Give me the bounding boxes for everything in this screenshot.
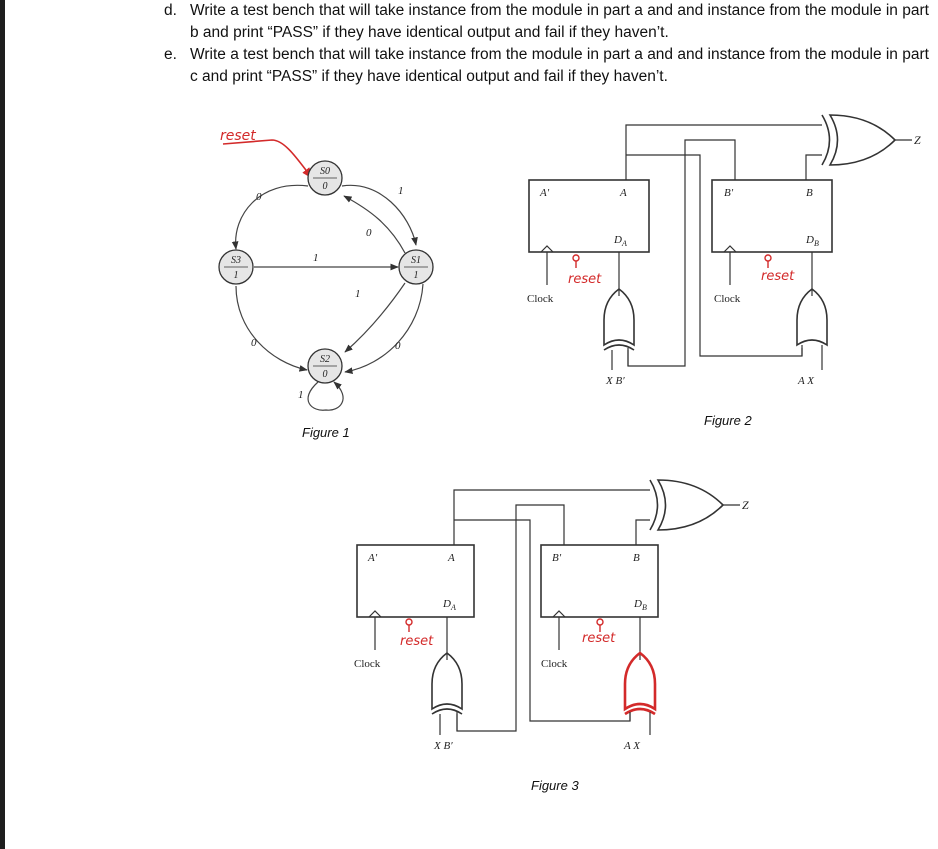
fig2-ff-a-q: A xyxy=(619,187,627,199)
transition-s0-s1 xyxy=(341,184,418,246)
fig2-ff-b-q: B xyxy=(806,187,813,199)
state-s0-output: 0 xyxy=(323,181,328,192)
fig3-ff-b xyxy=(540,544,659,618)
figure2-caption: Figure 2 xyxy=(704,413,752,428)
question-e-label: e. xyxy=(164,46,177,63)
figure3-caption: Figure 3 xyxy=(531,778,579,793)
fig3-wire-b-to-xor xyxy=(635,519,650,545)
fig2-reset-a: reset xyxy=(568,272,602,287)
fig3-ff-a xyxy=(356,544,475,618)
state-s2-name: S2 xyxy=(320,354,330,365)
fig2-ff-a xyxy=(528,179,650,253)
state-s0-name: S0 xyxy=(320,166,330,177)
fig2-reset-marks xyxy=(572,254,772,268)
fig3-clock-b-label: Clock xyxy=(541,658,568,670)
question-e-text: Write a test bench that will take instan… xyxy=(190,46,929,85)
question-d-label: d. xyxy=(164,2,177,19)
fig3-wire-a-to-xor xyxy=(453,489,650,545)
figure2-circuit xyxy=(528,114,912,370)
fig3-output-label: Z xyxy=(742,498,749,512)
figure1-reset-arrow xyxy=(222,139,313,179)
label-t4: 1 xyxy=(355,288,361,300)
transition-s3-s2 xyxy=(235,285,308,372)
fig2-ff-b-clock-marker xyxy=(723,245,737,253)
fig3-clock-a-label: Clock xyxy=(354,658,381,670)
fig2-ff-b-qbar: B′ xyxy=(724,187,734,199)
figure3-labels: A′ A DA B′ B DB Clock Clock reset reset … xyxy=(354,498,749,793)
fig2-gate-b xyxy=(796,288,828,347)
fig2-wire-a-to-gate-b xyxy=(626,154,803,357)
transition-s1-s2 xyxy=(344,282,406,353)
fig2-output-xor-line xyxy=(821,114,831,166)
fig3-gate-b xyxy=(623,651,657,712)
fig2-output-label: Z xyxy=(914,133,921,147)
transition-s2-self xyxy=(307,381,344,411)
label-t1: 1 xyxy=(398,185,404,197)
fig3-gate-a-inputs: X B′ xyxy=(433,740,453,752)
state-s3-name: S3 xyxy=(231,255,241,266)
fig3-gate-b-inputs: A X xyxy=(623,740,641,752)
fig2-wire-a-to-xor xyxy=(625,124,822,180)
fig3-ff-a-qbar: A′ xyxy=(367,552,378,564)
fig2-gate-a-xor-line xyxy=(603,344,635,351)
state-s1: S1 1 xyxy=(398,249,434,285)
fig3-output-xor xyxy=(656,479,725,531)
fig2-gate-a-inputs: X B′ xyxy=(605,375,625,387)
label-t0: 0 xyxy=(256,191,262,203)
fig2-gate-b-inputs: A X xyxy=(797,375,815,387)
fig3-gate-a xyxy=(431,652,463,711)
state-s1-output: 1 xyxy=(414,270,419,281)
question-d-text: Write a test bench that will take instan… xyxy=(190,2,929,41)
transition-s0-s3 xyxy=(231,184,309,250)
figure1-caption: Figure 1 xyxy=(302,425,350,440)
fig2-clock-b-label: Clock xyxy=(714,293,741,305)
fig2-ff-b-d: DB xyxy=(805,234,819,248)
state-s3: S3 1 xyxy=(218,249,254,285)
fig3-ff-a-q: A xyxy=(447,552,455,564)
fig3-reset-a: reset xyxy=(400,634,434,649)
fig3-ff-a-d: DA xyxy=(442,598,456,612)
fig3-ff-b-qbar: B′ xyxy=(552,552,562,564)
label-t6: 0 xyxy=(251,337,257,349)
fig3-wire-a-to-gate-b xyxy=(454,519,631,722)
fig2-ff-a-d: DA xyxy=(613,234,627,248)
fig3-gate-b-xor-line xyxy=(624,707,656,716)
fig2-reset-b: reset xyxy=(761,269,795,284)
transition-s1-s2-b xyxy=(344,283,424,375)
state-s2-output: 0 xyxy=(323,369,328,380)
label-t5: 0 xyxy=(395,340,401,352)
fig2-ff-b xyxy=(711,179,833,253)
fig2-ff-a-clock-marker xyxy=(540,245,554,253)
fig2-clock-a-label: Clock xyxy=(527,293,554,305)
figure1-reset-label: reset xyxy=(220,128,256,144)
state-s2: S2 0 xyxy=(307,348,343,384)
fig3-reset-b: reset xyxy=(582,631,616,646)
fig2-wire-b-to-xor xyxy=(805,154,822,180)
label-t3: 1 xyxy=(313,252,319,264)
state-s3-output: 1 xyxy=(234,270,239,281)
fig3-ff-b-clock-marker xyxy=(552,610,566,618)
state-s0: S0 0 xyxy=(307,160,343,196)
page-edge xyxy=(0,0,5,849)
fig3-ff-a-clock-marker xyxy=(368,610,382,618)
fig2-ff-a-qbar: A′ xyxy=(539,187,550,199)
fig3-ff-b-q: B xyxy=(633,552,640,564)
fig2-wire-bbar-to-gate-a xyxy=(627,139,736,367)
state-s1-name: S1 xyxy=(411,255,421,266)
fig3-reset-marks xyxy=(405,618,604,632)
fig3-ff-b-d: DB xyxy=(633,598,647,612)
figure1-state-diagram: reset 0 1 0 1 1 0 0 1 S0 xyxy=(218,128,434,440)
label-t2: 0 xyxy=(366,227,372,239)
fig3-wire-bbar-to-gate-a xyxy=(456,504,565,732)
fig2-output-xor xyxy=(828,114,897,166)
fig3-output-xor-line xyxy=(649,479,659,531)
transition-s1-s0 xyxy=(343,195,406,254)
figure2-labels: A′ A DA B′ B DB Clock Clock reset reset … xyxy=(527,133,921,428)
fig3-gate-a-xor-line xyxy=(431,708,463,715)
fig2-gate-a xyxy=(603,288,635,347)
figure3-circuit xyxy=(356,479,740,735)
label-t7: 1 xyxy=(298,389,304,401)
